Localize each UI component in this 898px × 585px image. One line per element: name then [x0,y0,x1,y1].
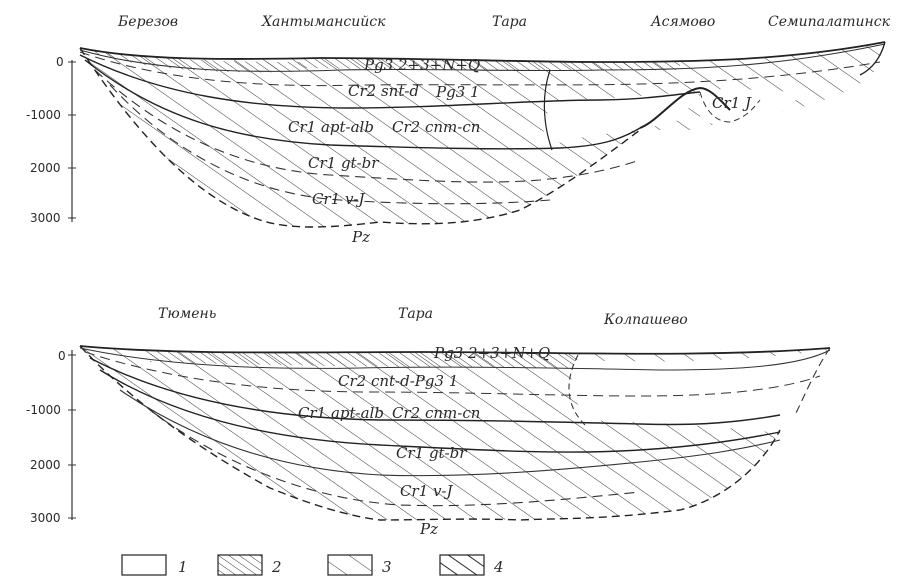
boundary-line [639,86,731,129]
basement-boundary [79,345,781,521]
unit-label: Cr2 cnm-cn [392,118,480,136]
unit-label: Cr2 cnt-d-Pg3 1 [338,372,458,390]
legend: 1 2 3 4 [121,554,504,576]
boundary-line [119,389,781,477]
depth-tick-label: 2000 [30,458,61,472]
boundary-line [84,59,641,150]
legend-swatch-sparse-hatch [327,554,373,576]
legend-item-4: 4 [439,554,504,576]
legend-number: 1 [178,558,188,576]
city-label-tara: Тара [398,306,433,322]
unit-label: Cr2 snt-d [348,82,419,100]
boundary-line [859,41,886,76]
city-label-berezov: Березов [117,14,178,30]
basement-boundary [79,47,641,228]
unit-label: Cr2 cnm-cn [392,404,480,422]
city-label-tara: Тара [492,14,527,30]
depth-tick-label: 2000 [30,161,61,175]
boundary-line [79,347,831,371]
unit-label: Pz [351,228,370,246]
boundary-line [794,347,831,416]
legend-swatch-bold-hatch [439,554,485,576]
depth-tick-label: -1000 [26,108,61,122]
city-label-khantymansiysk: Хантымансийск [261,14,386,30]
unit-label: Pg3 1 [435,83,480,101]
boundary-line [109,84,551,205]
unit-label: Cr1 v-J [400,482,454,500]
boundary-line [79,54,701,109]
legend-swatch-blank [121,554,167,576]
unit-label: Cr1 gt-br [396,444,467,462]
unit-label: Cr1 v-J [312,190,366,208]
surface-line [79,41,886,63]
city-label-tyumen: Тюмень [158,306,216,322]
unit-label: Pz [419,520,438,538]
legend-item-1: 1 [121,554,188,576]
depth-tick-label: 0 [58,349,66,363]
depth-tick-label: 3000 [30,511,61,525]
boundary-line [79,43,886,72]
unit-label: Cr1 gt-br [308,154,379,172]
depth-tick-label: -1000 [26,403,61,417]
city-label-semipalatinsk: Семипалатинск [768,14,891,30]
legend-number: 4 [493,558,504,576]
depth-tick-label: 0 [56,55,64,69]
boundary-line [99,369,781,453]
legend-swatch-dense-hatch [217,554,263,576]
boundary-line [543,69,553,151]
boundary-line [699,91,761,123]
legend-number: 2 [271,558,282,576]
unit-label: Pg3 2+3+N+Q [433,344,550,362]
legend-item-3: 3 [327,554,392,576]
unit-label: Pg3 2+3+N+Q [363,56,480,74]
boundary-line [89,357,781,426]
legend-item-2: 2 [217,554,282,576]
unit-label: Cr1 apt-alb [298,404,384,422]
unit-label: Cr1 J [712,94,752,112]
bottom-section: Тюмень Тара Колпашево 0 -1000 2000 3000 … [26,306,831,538]
boundary-line [149,409,641,507]
hatch-fills [80,346,830,520]
legend-number: 3 [382,558,392,576]
boundary-line [94,69,641,183]
surface-line [79,345,831,355]
unit-label: Cr1 apt-alb [288,118,374,136]
city-label-kolpashevo: Колпашево [603,312,688,328]
city-label-asyamovo: Асямово [650,14,715,30]
top-section: Березов Хантымансийск Тара Асямово Семип… [26,14,891,246]
depth-tick-label: 3000 [30,211,61,225]
boundary-line [79,51,881,87]
boundary-line [84,351,821,397]
